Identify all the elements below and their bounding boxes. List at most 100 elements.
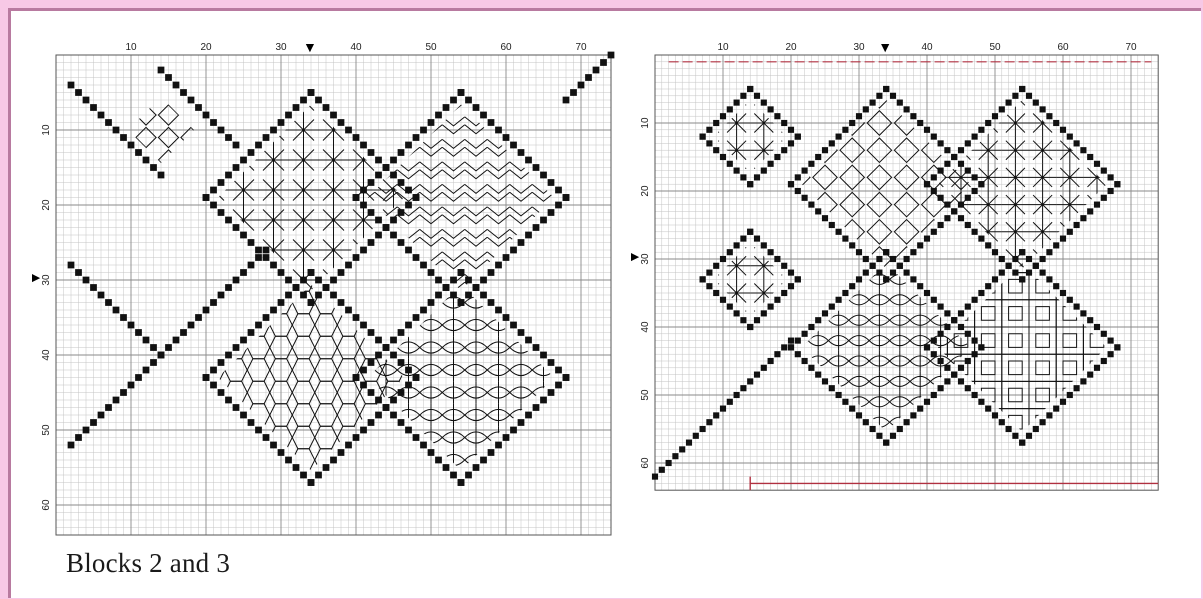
stitch-square <box>713 290 719 296</box>
stitch-square <box>533 164 540 171</box>
y-tick-label: 60 <box>41 499 52 511</box>
stitch-square <box>958 147 964 153</box>
stitch-square <box>420 262 427 269</box>
stitch-square <box>938 331 944 337</box>
stitch-square <box>233 277 240 284</box>
stitch-square <box>774 154 780 160</box>
stitch-square <box>420 442 427 449</box>
stitch-square <box>849 120 855 126</box>
stitch-square <box>1053 242 1059 248</box>
stitch-square <box>849 406 855 412</box>
stitch-square <box>210 367 217 374</box>
stitch-square <box>734 392 740 398</box>
stitch-square <box>1108 351 1114 357</box>
stitch-square <box>951 372 957 378</box>
stitch-square <box>774 351 780 357</box>
stitch-square <box>802 195 808 201</box>
stitch-square <box>876 93 882 99</box>
stitch-square <box>788 181 794 187</box>
x-tick-label: 50 <box>989 42 1001 53</box>
stitch-square <box>255 427 262 434</box>
stitch-square <box>308 269 315 276</box>
stitch-square <box>578 82 585 89</box>
stitch-square <box>173 337 180 344</box>
stitch-square <box>693 433 699 439</box>
stitch-square <box>876 256 882 262</box>
stitch-square <box>904 106 910 112</box>
stitch-square <box>774 113 780 119</box>
stitch-square <box>308 299 315 306</box>
stitch-square <box>815 317 821 323</box>
stitch-square <box>293 284 300 291</box>
stitch-square <box>503 254 510 261</box>
stitch-square <box>795 174 801 180</box>
stitch-square <box>218 179 225 186</box>
stitch-square <box>525 157 532 164</box>
stitch-square <box>398 359 405 366</box>
stitch-square <box>1019 249 1025 255</box>
stitch-square <box>390 397 397 404</box>
stitch-square <box>593 67 600 74</box>
stitch-square <box>225 134 232 141</box>
motif <box>289 205 319 235</box>
stitch-square <box>1040 256 1046 262</box>
stitch-square <box>405 427 412 434</box>
stitch-square <box>233 164 240 171</box>
stitch-square <box>836 229 842 235</box>
stitch-square <box>788 127 794 133</box>
stitch-square <box>263 314 270 321</box>
stitch-square <box>978 399 984 405</box>
stitch-square <box>944 324 950 330</box>
stitch-square <box>375 412 382 419</box>
stitch-square <box>585 74 592 81</box>
stitch-square <box>405 247 412 254</box>
stitch-square <box>978 236 984 242</box>
stitch-square <box>700 426 706 432</box>
stitch-square <box>383 224 390 231</box>
x-tick-label: 30 <box>275 42 287 53</box>
stitch-square <box>856 249 862 255</box>
stitch-square <box>383 404 390 411</box>
stitch-square <box>1019 276 1025 282</box>
stitch-square <box>465 292 472 299</box>
center-marker-y: ▼ <box>27 271 43 285</box>
stitch-square <box>75 89 82 96</box>
stitch-square <box>368 359 375 366</box>
stitch-square <box>781 147 787 153</box>
stitch-square <box>713 147 719 153</box>
stitch-square <box>300 97 307 104</box>
stitch-square <box>375 397 382 404</box>
stitch-square <box>180 89 187 96</box>
stitch-square <box>761 100 767 106</box>
stitch-square <box>781 263 787 269</box>
motif <box>975 191 1002 218</box>
stitch-square <box>931 188 937 194</box>
stitch-square <box>815 208 821 214</box>
stitch-square <box>897 100 903 106</box>
stitch-square <box>315 292 322 299</box>
stitch-square <box>330 457 337 464</box>
stitch-square <box>938 385 944 391</box>
motif <box>259 205 289 235</box>
stitch-square <box>727 249 733 255</box>
stitch-square <box>802 358 808 364</box>
stitch-square <box>203 194 210 201</box>
stitch-square <box>1080 310 1086 316</box>
stitch-square <box>233 404 240 411</box>
stitch-square <box>1019 440 1025 446</box>
stitch-square <box>390 232 397 239</box>
stitch-square <box>525 337 532 344</box>
stitch-square <box>842 127 848 133</box>
stitch-square <box>706 419 712 425</box>
stitch-square <box>795 338 801 344</box>
stitch-square <box>761 310 767 316</box>
y-tick-label: 50 <box>41 424 52 436</box>
stitch-square <box>808 161 814 167</box>
stitch-square <box>672 453 678 459</box>
stitch-square <box>1108 174 1114 180</box>
stitch-square <box>405 367 412 374</box>
stitch-square <box>1074 304 1080 310</box>
stitch-square <box>795 351 801 357</box>
stitch-square <box>761 168 767 174</box>
stitch-square <box>1026 93 1032 99</box>
